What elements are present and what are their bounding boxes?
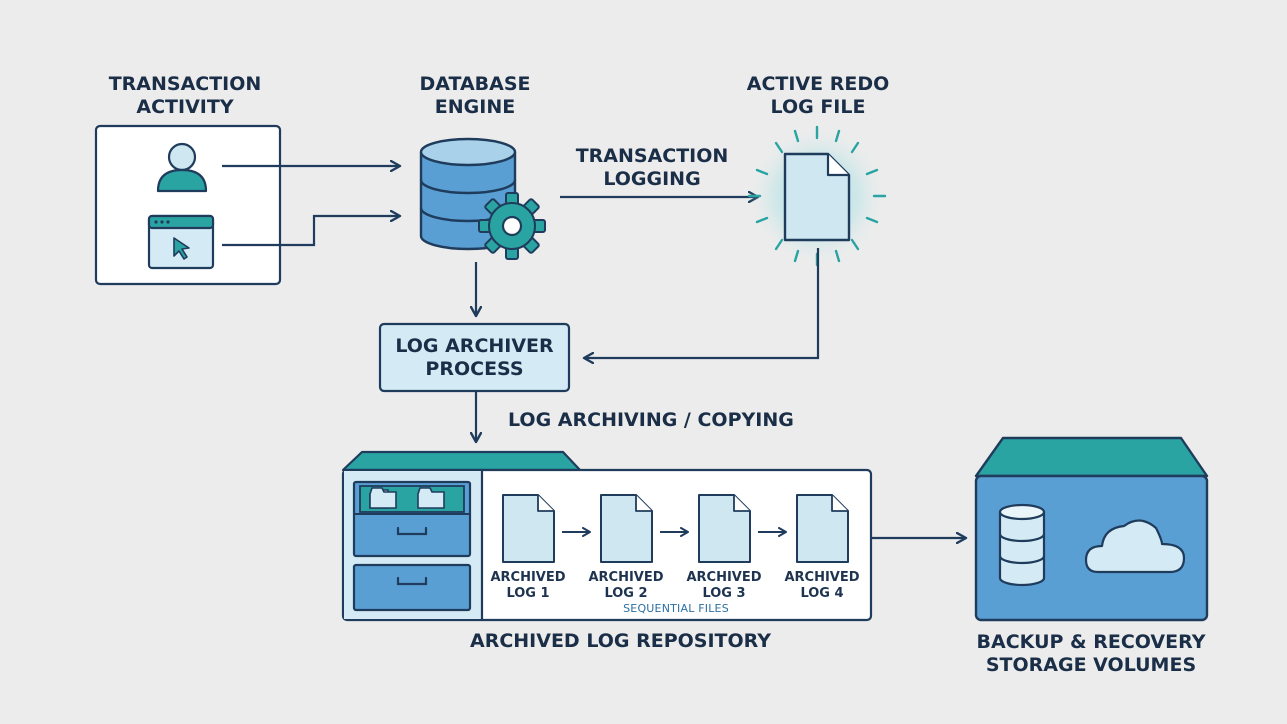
transaction-activity-label: TRANSACTION ACTIVITY xyxy=(108,73,262,118)
archived-log-3-icon xyxy=(698,494,751,563)
database-engine-label: DATABASE ENGINE xyxy=(419,73,531,118)
log-archiver-label: LOG ARCHIVER PROCESS xyxy=(395,335,554,380)
log-archiver-box xyxy=(378,322,571,393)
gear-icon xyxy=(478,192,546,260)
transaction-logging-label: TRANSACTION LOGGING xyxy=(575,145,729,190)
arrow-browser-to-engine xyxy=(222,216,400,247)
active-redo-log-label: ACTIVE REDO LOG FILE xyxy=(746,73,890,118)
archived-log-1-icon xyxy=(502,494,555,563)
user-icon xyxy=(156,142,208,193)
archived-log-4-label: ARCHIVED LOG 4 xyxy=(784,570,860,601)
document-icon xyxy=(783,152,851,242)
backup-storage-label: BACKUP & RECOVERY STORAGE VOLUMES xyxy=(976,631,1206,676)
sequential-files-label: SEQUENTIAL FILES xyxy=(623,602,729,615)
archived-log-4-icon xyxy=(796,494,849,563)
arrow-redo-to-archiver xyxy=(584,248,820,358)
archived-log-1-label: ARCHIVED LOG 1 xyxy=(490,570,566,601)
storage-database-icon xyxy=(998,503,1046,587)
file-cabinet-icon xyxy=(352,480,472,612)
transaction-activity-box xyxy=(94,124,282,286)
archived-log-2-icon xyxy=(600,494,653,563)
archived-log-2-label: ARCHIVED LOG 2 xyxy=(588,570,664,601)
cloud-icon xyxy=(1084,519,1186,574)
log-archiving-label: LOG ARCHIVING / COPYING xyxy=(508,409,794,431)
repository-label: ARCHIVED LOG REPOSITORY xyxy=(470,630,772,652)
browser-window-icon xyxy=(147,214,215,270)
archived-log-3-label: ARCHIVED LOG 3 xyxy=(686,570,762,601)
